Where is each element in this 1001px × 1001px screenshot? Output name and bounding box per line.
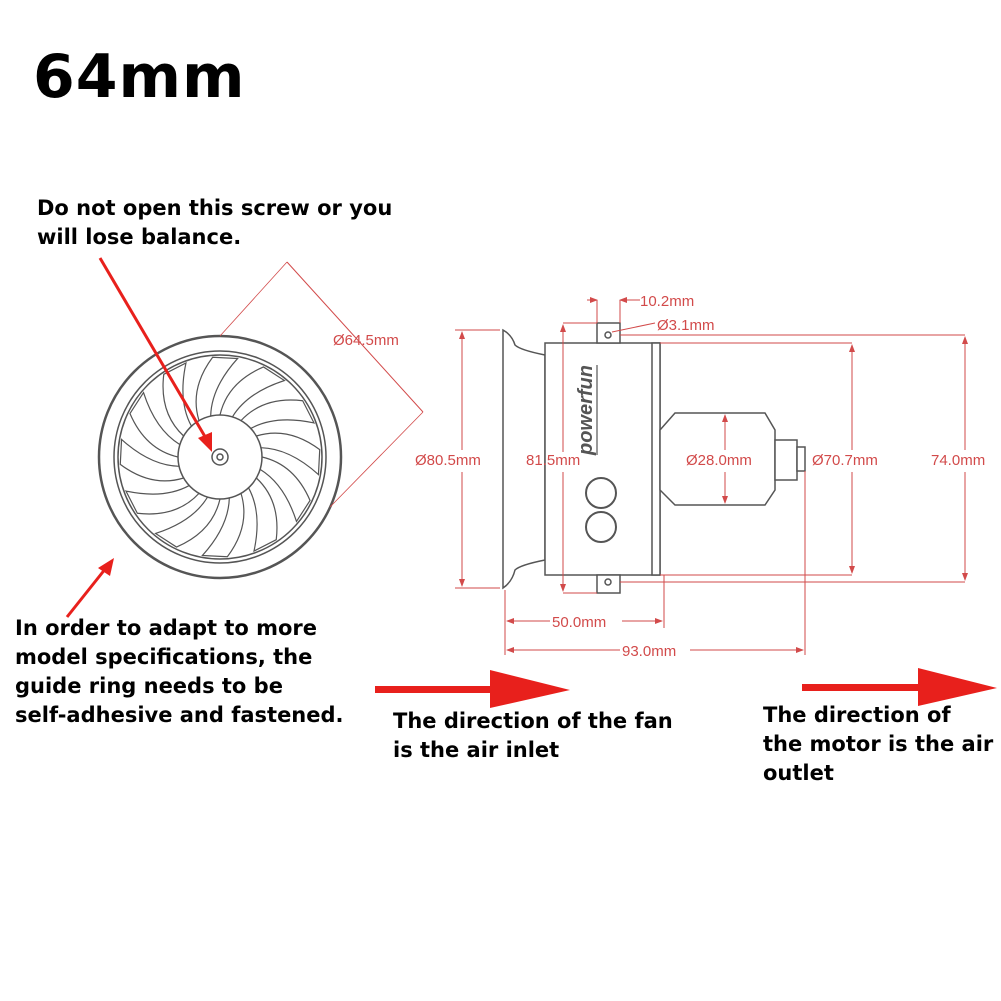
svg-text:Ø70.7mm: Ø70.7mm xyxy=(812,452,878,469)
page-title: 64mm xyxy=(33,42,246,112)
svg-text:81.5mm: 81.5mm xyxy=(526,452,580,469)
fan-blade xyxy=(129,391,181,458)
svg-text:Ø28.0mm: Ø28.0mm xyxy=(686,452,752,469)
balance-screw-icon xyxy=(211,448,229,466)
guide-ring-pointer-arrow xyxy=(65,567,108,618)
fan-direction-note: The direction of the fan is the air inle… xyxy=(393,709,673,762)
fan-blade xyxy=(259,456,311,523)
fan-blade xyxy=(119,438,184,482)
fan-blade xyxy=(240,399,316,429)
outlet-direction-arrow xyxy=(802,668,997,706)
screw-warning-note: Do not open this screw or you will lose … xyxy=(37,196,393,249)
brand-symbol-icon xyxy=(585,477,617,543)
fan-blade xyxy=(195,356,239,421)
svg-text:93.0mm: 93.0mm xyxy=(622,643,676,660)
fan-front-view xyxy=(97,334,343,580)
svg-text:74.0mm: 74.0mm xyxy=(931,452,985,469)
fan-blade xyxy=(219,366,286,418)
svg-text:Ø3.1mm: Ø3.1mm xyxy=(657,317,715,334)
brand-logo: powerfun xyxy=(575,365,597,456)
fan-diameter-dimension: Ø64.5mm xyxy=(219,261,424,508)
screw-pointer-arrow xyxy=(98,257,209,441)
svg-text:10.2mm: 10.2mm xyxy=(640,293,694,310)
dimension-labels: Ø80.5mm 81.5mm 10.2mm Ø3.1mm Ø28.0mm Ø70… xyxy=(415,293,985,660)
motor-direction-note: The direction of the motor is the air ou… xyxy=(763,703,994,785)
fan-side-view xyxy=(502,322,806,594)
fan-blade xyxy=(201,493,245,558)
fan-blade xyxy=(162,361,192,437)
fan-blade xyxy=(124,485,200,515)
svg-text:50.0mm: 50.0mm xyxy=(552,614,606,631)
svg-text:Ø80.5mm: Ø80.5mm xyxy=(415,452,481,469)
svg-text:Ø64.5mm: Ø64.5mm xyxy=(333,332,399,349)
inlet-direction-arrow xyxy=(375,670,570,708)
guide-ring-note: In order to adapt to more model specific… xyxy=(15,616,344,727)
fan-blade xyxy=(256,432,321,476)
fan-blade xyxy=(154,496,221,548)
fan-blade xyxy=(248,477,278,553)
